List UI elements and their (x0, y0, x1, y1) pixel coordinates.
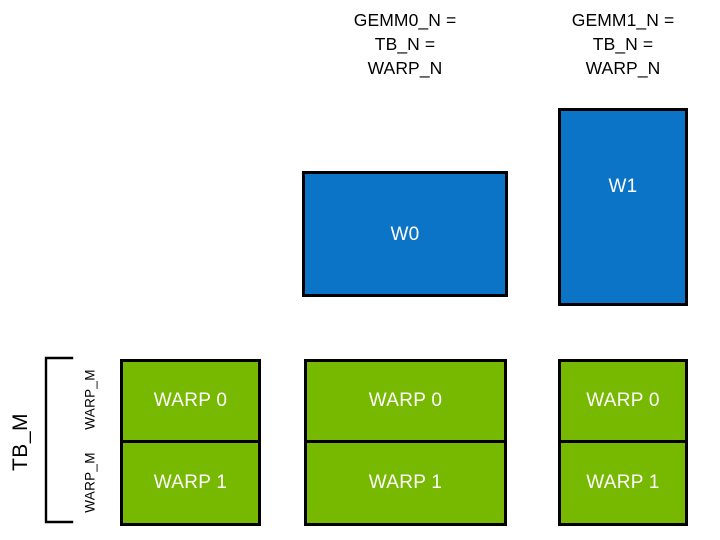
axis-label-warp-m-top: WARP_M (82, 369, 98, 430)
warp-tile-w1-label: W1 (608, 176, 638, 197)
warp-cell-left-0-label: WARP 0 (153, 390, 228, 411)
warp-tile-w0-label: W0 (390, 224, 420, 245)
tb-m-bracket (40, 355, 78, 525)
warp-cell-left-0: WARP 0 (120, 359, 261, 443)
warp-column-left: WARP 0 WARP 1 (120, 359, 261, 526)
warp-cell-left-1-label: WARP 1 (153, 472, 228, 493)
warp-cell-middle-1: WARP 1 (304, 440, 507, 526)
warp-cell-right-0: WARP 0 (558, 359, 688, 443)
axis-label-tb-m: TB_M (9, 413, 32, 472)
warp-cell-middle-1-label: WARP 1 (368, 472, 443, 493)
warp-cell-right-1-label: WARP 1 (586, 472, 660, 493)
column-caption-gemm0: GEMM0_N = TB_N = WARP_N (353, 10, 457, 78)
warp-column-middle: WARP 0 WARP 1 (304, 359, 507, 526)
warp-column-right: WARP 0 WARP 1 (558, 359, 688, 526)
bracket-shape-icon (44, 356, 74, 524)
warp-tile-w1: W1 (558, 108, 688, 306)
axis-label-warp-m-bottom: WARP_M (82, 452, 98, 513)
warp-cell-right-1: WARP 1 (558, 440, 688, 526)
warp-cell-middle-0: WARP 0 (304, 359, 507, 443)
column-caption-gemm1: GEMM1_N = TB_N = WARP_N (571, 10, 675, 78)
warp-tile-w0: W0 (302, 171, 508, 297)
warp-cell-right-0-label: WARP 0 (586, 390, 660, 411)
warp-cell-middle-0-label: WARP 0 (368, 390, 443, 411)
warp-cell-left-1: WARP 1 (120, 440, 261, 526)
